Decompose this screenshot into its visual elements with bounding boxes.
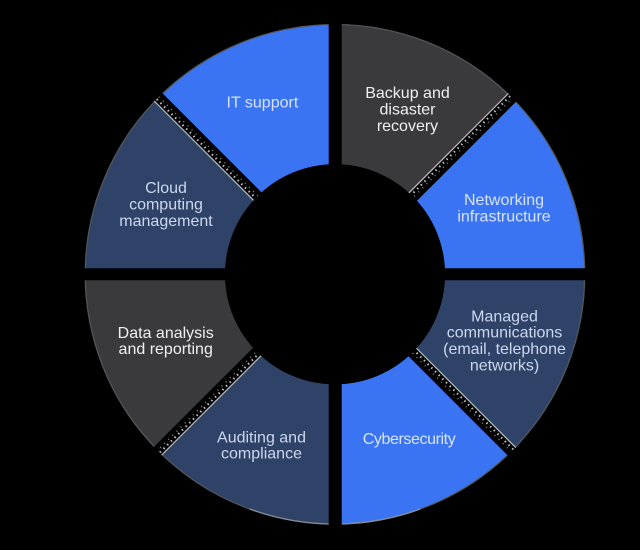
- svg-text:and reporting: and reporting: [119, 341, 213, 358]
- svg-text:networks): networks): [470, 358, 539, 375]
- svg-text:communications: communications: [447, 325, 563, 342]
- svg-text:Data analysis: Data analysis: [118, 325, 214, 342]
- svg-text:(email, telephone: (email, telephone: [443, 341, 566, 358]
- svg-text:Cloud: Cloud: [145, 180, 187, 197]
- svg-text:compliance: compliance: [221, 446, 302, 463]
- svg-text:Auditing and: Auditing and: [217, 429, 306, 446]
- svg-text:Managed: Managed: [471, 308, 538, 325]
- svg-text:recovery: recovery: [377, 118, 438, 135]
- svg-text:Backup and: Backup and: [365, 85, 450, 102]
- svg-text:Cybersecurity: Cybersecurity: [363, 431, 456, 448]
- svg-text:management: management: [119, 213, 213, 230]
- svg-text:disaster: disaster: [379, 101, 436, 118]
- svg-text:Networking: Networking: [464, 192, 544, 209]
- svg-text:IT support: IT support: [227, 95, 299, 112]
- svg-text:infrastructure: infrastructure: [457, 209, 550, 226]
- svg-text:computing: computing: [129, 196, 203, 213]
